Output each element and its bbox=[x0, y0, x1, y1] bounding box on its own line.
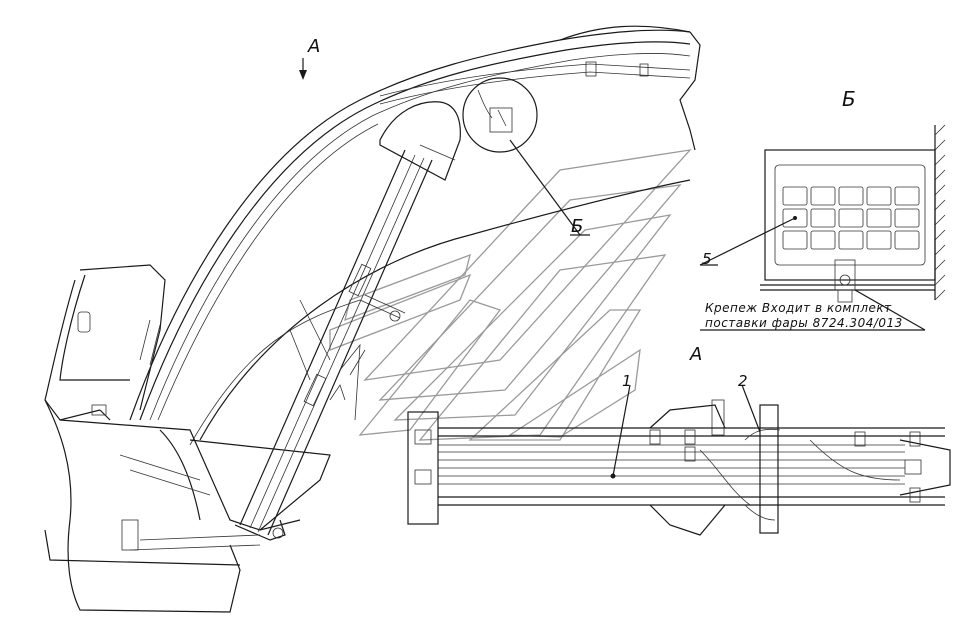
position-1-label: 1 bbox=[622, 372, 632, 390]
cab-side-view bbox=[44, 25, 701, 613]
position-5-label: 5 bbox=[702, 250, 712, 268]
lamp-grid bbox=[782, 186, 920, 250]
detail-b-view bbox=[699, 124, 946, 331]
lift-cylinder bbox=[234, 101, 461, 541]
watermark-logo bbox=[329, 149, 692, 441]
detail-b-title: Б bbox=[842, 87, 856, 111]
note-line-2: поставки фары 8724.304/013 bbox=[705, 316, 903, 330]
view-a-arrow-label: А bbox=[307, 36, 320, 57]
view-a-plan bbox=[407, 384, 951, 536]
labels: А Б Б А 1 2 5 Крепеж Входит в комплект п… bbox=[307, 36, 903, 390]
note-line-1: Крепеж Входит в комплект bbox=[705, 301, 892, 315]
view-a-arrow bbox=[299, 58, 307, 80]
detail-b-callout bbox=[462, 77, 590, 236]
view-a-title: А bbox=[689, 344, 702, 365]
detail-b-leader-label: Б bbox=[571, 216, 583, 237]
position-2-label: 2 bbox=[738, 372, 748, 390]
